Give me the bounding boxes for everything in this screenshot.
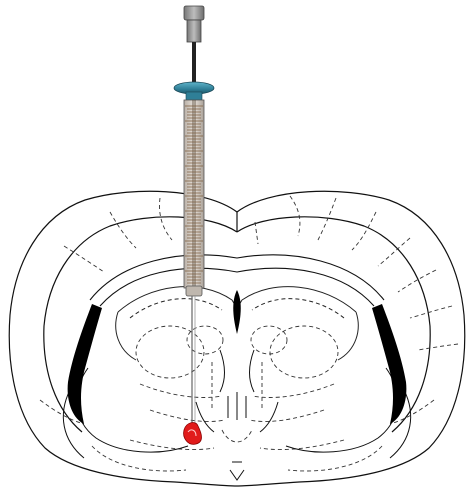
plunger-cap-body xyxy=(187,20,201,42)
needle-hub xyxy=(186,286,202,296)
injection-site xyxy=(184,423,202,445)
plunger-cap xyxy=(184,6,204,20)
third-ventricle xyxy=(233,290,241,334)
brain-outline xyxy=(9,191,465,486)
base-notch xyxy=(230,462,244,480)
syringe xyxy=(174,6,214,430)
right-lateral-ventricle xyxy=(372,304,406,424)
brain-section xyxy=(9,191,465,486)
plunger-rod xyxy=(192,42,196,84)
thalamus-solid-lines xyxy=(196,350,278,432)
left-lateral-ventricle xyxy=(68,304,102,424)
thalamic-nuclei xyxy=(130,326,344,450)
